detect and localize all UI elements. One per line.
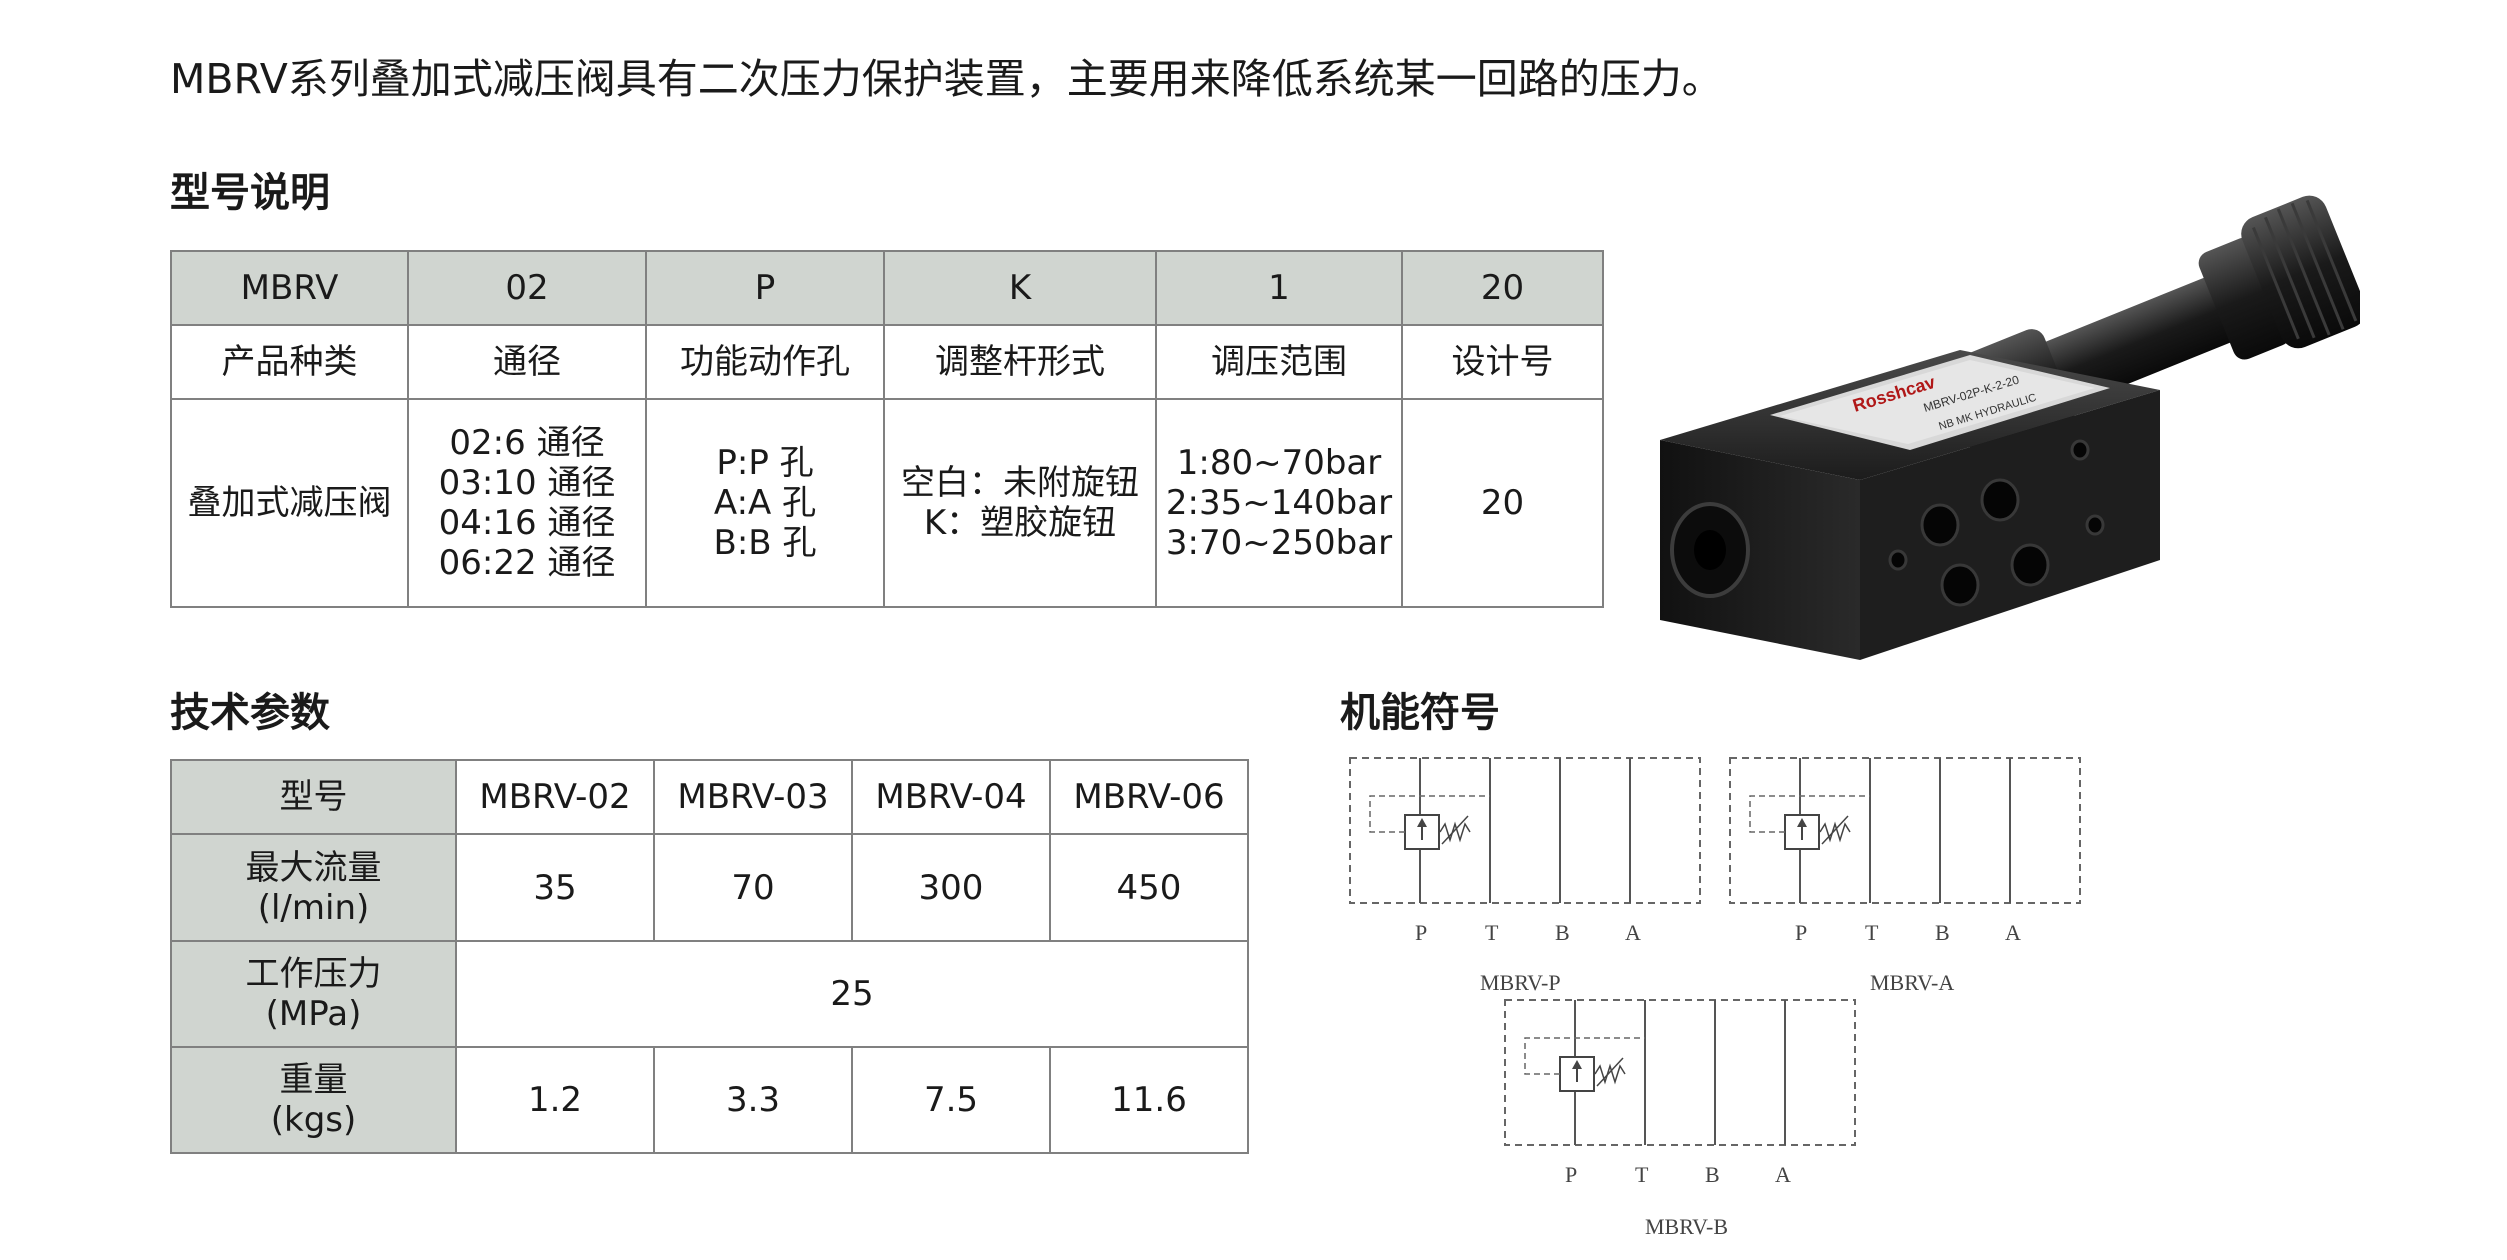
port-label: B <box>1705 1162 1720 1187</box>
model-cell: MBRV-02 <box>455 759 655 835</box>
model-table: MBRV 02 P K 1 20 产品种类 通径 功能动作孔 调整杆形式 调压范… <box>170 250 1604 608</box>
size-option: 03:10 通径 <box>438 463 616 503</box>
port-label: A <box>2005 920 2021 945</box>
model-cell: MBRV-03 <box>653 759 853 835</box>
code-cell: K <box>883 250 1157 326</box>
port-label: B <box>1935 920 1950 945</box>
weight-value: 7.5 <box>851 1046 1051 1154</box>
pressure-label: 工作压力 <box>245 954 382 994</box>
pressure-label-cell: 工作压力 (MPa) <box>170 940 457 1048</box>
model-cell: MBRV-06 <box>1049 759 1249 835</box>
name-cell: 通径 <box>407 324 647 400</box>
pressure-value: 25 <box>455 940 1249 1048</box>
design-cell: 20 <box>1401 398 1604 608</box>
weight-value: 11.6 <box>1049 1046 1249 1154</box>
port-label: T <box>1865 920 1879 945</box>
model-cell: MBRV-04 <box>851 759 1051 835</box>
range-option: 2:35~140bar <box>1165 483 1393 523</box>
flow-value: 300 <box>851 833 1051 942</box>
port-label: B <box>1555 920 1570 945</box>
size-option: 04:16 通径 <box>438 503 616 543</box>
size-option: 02:6 通径 <box>449 423 605 463</box>
port-option: B:B 孔 <box>713 523 817 563</box>
intro-text: MBRV系列叠加式减压阀具有二次压力保护装置，主要用来降低系统某一回路的压力。 <box>170 55 1723 103</box>
ports-cell: P:P 孔 A:A 孔 B:B 孔 <box>645 398 885 608</box>
port-label: P <box>1565 1162 1577 1187</box>
port-label: P <box>1415 920 1427 945</box>
symbol-name-a: MBRV-A <box>1870 970 1954 995</box>
range-cell: 1:80~70bar 2:35~140bar 3:70~250bar <box>1155 398 1403 608</box>
name-cell: 调压范围 <box>1155 324 1403 400</box>
port-option: P:P 孔 <box>716 443 814 483</box>
port-label: A <box>1625 920 1641 945</box>
port-label: T <box>1485 920 1499 945</box>
model-row: 型号 MBRV-02 MBRV-03 MBRV-04 MBRV-06 <box>170 759 1249 835</box>
weight-value: 3.3 <box>653 1046 853 1154</box>
symbol-heading: 机能符号 <box>1340 689 1500 736</box>
knob-option: K：塑胶旋钮 <box>923 503 1117 543</box>
code-cell: 02 <box>407 250 647 326</box>
knob-option: 空白：未附旋钮 <box>901 463 1139 503</box>
detail-row: 叠加式减压阀 02:6 通径 03:10 通径 04:16 通径 06:22 通… <box>170 398 1604 608</box>
pressure-unit: (MPa) <box>265 994 362 1034</box>
symbol-name-p: MBRV-P <box>1480 970 1561 995</box>
name-cell: 设计号 <box>1401 324 1604 400</box>
code-cell: 20 <box>1401 250 1604 326</box>
size-option: 06:22 通径 <box>438 543 616 583</box>
flow-label-cell: 最大流量 (l/min) <box>170 833 457 942</box>
port-label: T <box>1635 1162 1649 1187</box>
name-row: 产品种类 通径 功能动作孔 调整杆形式 调压范围 设计号 <box>170 324 1604 400</box>
flow-label: 最大流量 <box>245 847 382 888</box>
weight-label: 重量 <box>279 1060 348 1100</box>
param-table: 型号 MBRV-02 MBRV-03 MBRV-04 MBRV-06 最大流量 … <box>170 759 1249 1154</box>
port-label: P <box>1795 920 1807 945</box>
flow-value: 35 <box>455 833 655 942</box>
valve-photo: Rosshcav MBRV-02P-K-2-20 NB MK HYDRAULIC <box>1660 195 2360 660</box>
flow-value: 450 <box>1049 833 1249 942</box>
model-label-cell: 型号 <box>170 759 457 835</box>
symbol-name-b: MBRV-B <box>1645 1214 1728 1239</box>
code-cell: MBRV <box>170 250 409 326</box>
range-option: 1:80~70bar <box>1176 443 1382 483</box>
knob-cell: 空白：未附旋钮 K：塑胶旋钮 <box>883 398 1157 608</box>
sizes-cell: 02:6 通径 03:10 通径 04:16 通径 06:22 通径 <box>407 398 647 608</box>
flow-value: 70 <box>653 833 853 942</box>
port-option: A:A 孔 <box>713 483 817 523</box>
pressure-row: 工作压力 (MPa) 25 <box>170 940 1249 1048</box>
weight-label-cell: 重量 (kgs) <box>170 1046 457 1154</box>
port-label: A <box>1775 1162 1791 1187</box>
tech-heading: 技术参数 <box>170 689 330 736</box>
code-cell: P <box>645 250 885 326</box>
weight-row: 重量 (kgs) 1.2 3.3 7.5 11.6 <box>170 1046 1249 1154</box>
range-option: 3:70~250bar <box>1165 523 1393 563</box>
flow-unit: (l/min) <box>257 887 370 928</box>
name-cell: 功能动作孔 <box>645 324 885 400</box>
weight-unit: (kgs) <box>270 1100 357 1140</box>
flow-row: 最大流量 (l/min) 35 70 300 450 <box>170 833 1249 942</box>
function-symbols: P T B A MBRV-P P T B A MBRV-A P T B A MB… <box>1349 757 2081 1239</box>
code-cell: 1 <box>1155 250 1403 326</box>
code-row: MBRV 02 P K 1 20 <box>170 250 1604 326</box>
product-cell: 叠加式减压阀 <box>170 398 409 608</box>
name-cell: 产品种类 <box>170 324 409 400</box>
weight-value: 1.2 <box>455 1046 655 1154</box>
model-heading: 型号说明 <box>170 169 330 216</box>
name-cell: 调整杆形式 <box>883 324 1157 400</box>
